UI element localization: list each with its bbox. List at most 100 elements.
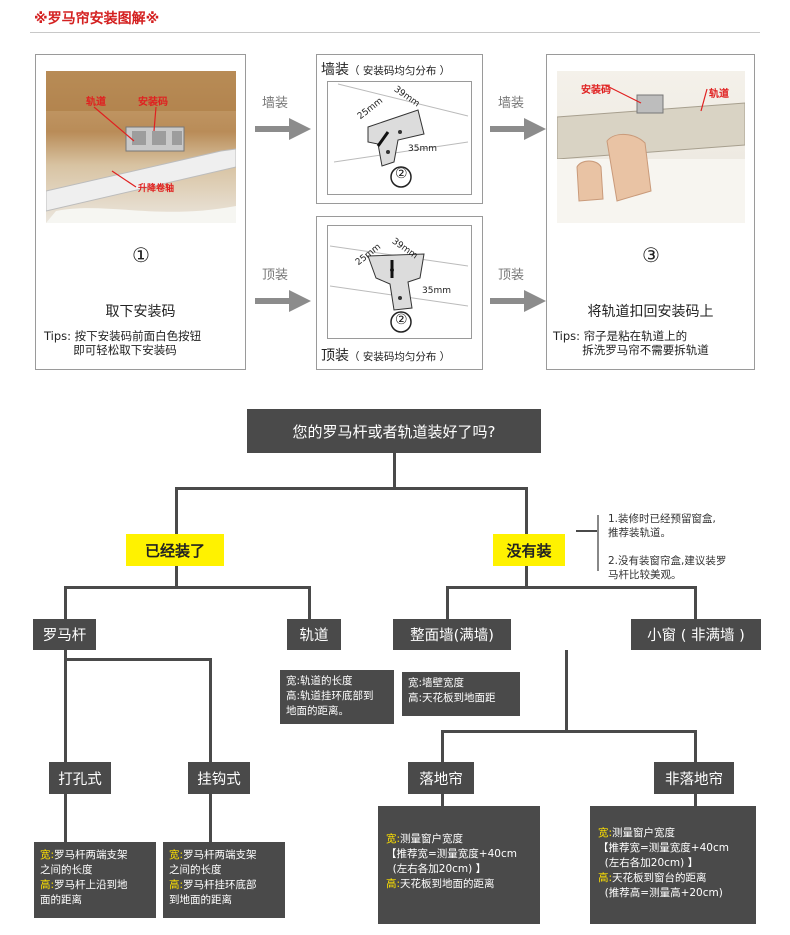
connector <box>64 586 67 619</box>
height-key: 高: <box>40 879 55 891</box>
step3-caption: 将轨道扣回安装码上 <box>587 304 714 320</box>
step2-wall-heading: 墙装（ 安装码均匀分布 ） <box>321 59 450 79</box>
arrow-label-wall-right: 墙装 <box>498 96 525 111</box>
step-number-2-wall: ② <box>395 166 408 182</box>
connector <box>175 566 178 588</box>
width-value: 测量窗户宽度 【推荐宽=测量宽度+40cm (左右各加20cm) 】 <box>598 827 729 869</box>
step2-top-title: 顶装 <box>321 348 349 364</box>
width-key: 宽: <box>598 827 613 839</box>
connector <box>694 794 697 806</box>
arrow-label-wall-left: 墙装 <box>262 96 289 111</box>
connector <box>64 586 310 589</box>
flow-full-wall: 整面墙(满墙) <box>393 619 511 650</box>
arrow-label-top-left: 顶装 <box>262 268 289 283</box>
flow-punch: 打孔式 <box>49 762 111 794</box>
step1-caption: 取下安装码 <box>105 304 176 320</box>
photo-label-code: 安装码 <box>581 85 611 96</box>
flow-question: 您的罗马杆或者轨道装好了吗? <box>247 409 541 453</box>
connector <box>209 658 212 762</box>
connector <box>446 586 449 619</box>
width-value: 罗马杆两端支架 之间的长度 <box>40 849 128 876</box>
step1-tips: Tips: 按下安装码前面白色按钮 即可轻松取下安装码 <box>44 329 202 357</box>
flow-non-floor: 非落地帘 <box>654 762 734 794</box>
flow-track: 轨道 <box>287 619 341 650</box>
width-key: 宽: <box>169 849 184 861</box>
step2-top-panel: 25mm 39mm 35mm ② 顶装（ 安装码均匀分布 ） <box>316 216 483 370</box>
photo-label-track: 轨道 <box>86 97 106 108</box>
punch-measure-info: 宽:罗马杆两端支架 之间的长度 高:罗马杆上沿到地 面的距离 <box>34 842 156 918</box>
flow-hook: 挂钩式 <box>188 762 250 794</box>
connector <box>175 487 527 490</box>
note-bracket <box>597 515 599 571</box>
width-key: 宽: <box>386 833 401 845</box>
page-title: ※罗马帘安装图解※ <box>34 11 160 27</box>
arrow-right-icon <box>490 118 546 140</box>
arrow-right-icon <box>490 290 546 312</box>
non-floor-measure-info: 宽:测量窗户宽度 【推荐宽=测量宽度+40cm (左右各加20cm) 】 高:天… <box>590 806 756 924</box>
connector <box>308 586 311 619</box>
width-value: 罗马杆两端支架 之间的长度 <box>169 849 257 876</box>
arrow-right-icon <box>255 118 311 140</box>
height-value: 天花板到窗台的距离 (推荐高=测量高+20cm) <box>604 872 723 899</box>
connector <box>694 586 697 619</box>
wall-measure-info: 宽:墙壁宽度 高:天花板到地面距 <box>402 672 520 716</box>
floor-measure-info: 宽:测量窗户宽度 【推荐宽=测量宽度+40cm (左右各加20cm) 】 高:天… <box>378 806 540 924</box>
step3-panel: 安装码 轨道 ③ 将轨道扣回安装码上 Tips: 帘子是粘在轨道上的 拆洗罗马帘… <box>546 54 755 370</box>
flow-floor: 落地帘 <box>408 762 474 794</box>
step2-wall-title: 墙装 <box>321 62 349 78</box>
flow-small-window: 小窗 ( 非满墙 ) <box>631 619 761 650</box>
step-number-1: ① <box>132 243 150 267</box>
connector <box>694 730 697 762</box>
step2-wall-drawing: 25mm 39mm 35mm ② <box>327 81 472 195</box>
step3-photo: 安装码 轨道 <box>557 71 745 223</box>
step-number-3: ③ <box>642 243 660 267</box>
connector <box>64 658 212 661</box>
flow-notes: 1.装修时已经预留窗盒, 推荐装轨道。 2.没有装窗帘盒,建议装罗 马杆比较美观… <box>608 513 727 581</box>
connector <box>64 650 67 762</box>
mounting-bracket-ceiling-icon <box>329 245 469 333</box>
width-key: 宽: <box>40 849 55 861</box>
connector <box>525 566 528 588</box>
dim-35mm: 35mm <box>422 286 451 296</box>
step2-wall-panel: 墙装（ 安装码均匀分布 ） 25mm 39mm 35mm ② <box>316 54 483 204</box>
photo-label-code: 安装码 <box>138 97 168 108</box>
connector <box>64 794 67 842</box>
mounting-bracket-wall-icon <box>333 83 469 188</box>
arrow-label-top-right: 顶装 <box>498 268 525 283</box>
photo-label-shaft: 升降卷轴 <box>138 184 175 194</box>
connector <box>393 453 396 489</box>
connector <box>441 794 444 806</box>
title-divider <box>30 32 760 33</box>
step2-wall-subtitle: （ 安装码均匀分布 ） <box>349 65 451 77</box>
height-key: 高: <box>598 872 613 884</box>
step1-photo-illustration <box>46 71 236 223</box>
height-key: 高: <box>169 879 184 891</box>
height-value: 天花板到地面的距离 <box>400 878 495 890</box>
connector <box>565 650 568 732</box>
step2-top-heading: 顶装（ 安装码均匀分布 ） <box>321 345 450 365</box>
arrow-right-icon <box>255 290 311 312</box>
step2-top-drawing: 25mm 39mm 35mm ② <box>327 225 472 339</box>
flow-rod: 罗马杆 <box>33 619 96 650</box>
hook-measure-info: 宽:罗马杆两端支架 之间的长度 高:罗马杆挂环底部 到地面的距离 <box>163 842 285 918</box>
dim-35mm: 35mm <box>408 144 437 154</box>
flow-not-installed: 没有装 <box>493 534 565 566</box>
width-value: 测量窗户宽度 【推荐宽=测量宽度+40cm (左右各加20cm) 】 <box>386 833 517 875</box>
step2-top-subtitle: （ 安装码均匀分布 ） <box>349 351 451 363</box>
step-number-2-top: ② <box>395 312 408 328</box>
connector <box>209 794 212 842</box>
step3-photo-illustration <box>557 84 745 223</box>
connector <box>441 730 444 762</box>
height-value: 罗马杆挂环底部 到地面的距离 <box>169 879 257 906</box>
connector <box>525 487 528 534</box>
track-measure-info: 宽:轨道的长度 高:轨道挂环底部到 地面的距离。 <box>280 670 394 724</box>
step1-panel: 轨道 安装码 升降卷轴 ① 取下安装码 Tips: 按下安装码前面白色按钮 即可… <box>35 54 246 370</box>
connector <box>175 487 178 534</box>
connector <box>446 586 696 589</box>
step3-tips: Tips: 帘子是粘在轨道上的 拆洗罗马帘不需要拆轨道 <box>553 329 709 357</box>
note-connector <box>576 530 598 532</box>
flow-installed: 已经装了 <box>126 534 224 566</box>
step1-photo: 轨道 安装码 升降卷轴 <box>46 71 236 223</box>
height-key: 高: <box>386 878 401 890</box>
connector <box>441 730 697 733</box>
